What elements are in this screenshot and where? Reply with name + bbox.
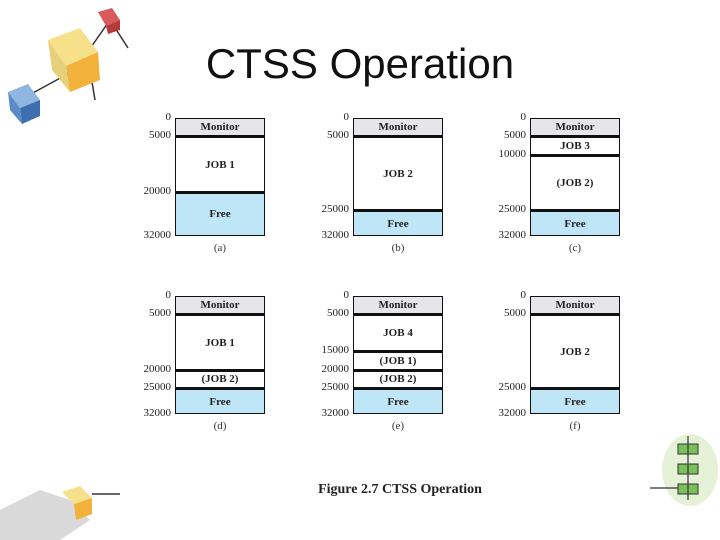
diagram-label: (f)	[569, 420, 581, 432]
figure-caption: Figure 2.7 CTSS Operation	[318, 482, 482, 497]
address-label: 0	[520, 111, 527, 123]
address-label: 25000	[143, 381, 172, 394]
memory-segment-free: Free	[530, 210, 620, 236]
memory-segment-job: JOB 1	[175, 136, 265, 192]
memory-segment-monitor: Monitor	[353, 296, 443, 315]
address-label: 15000	[321, 344, 350, 357]
address-label: 25000	[321, 381, 350, 394]
memory-segment-job: JOB 2	[530, 314, 620, 389]
flowchart-clipart-icon	[650, 434, 718, 506]
address-label: 5000	[327, 307, 349, 320]
memory-segment-monitor: Monitor	[530, 118, 620, 137]
address-label: 32000	[321, 407, 350, 419]
cube-clipart-top-icon	[8, 8, 129, 124]
memory-segment-job: (JOB 2)	[175, 369, 265, 389]
memory-segment-free: Free	[353, 210, 443, 236]
diagram-label: (c)	[568, 242, 582, 254]
memory-segment-monitor: Monitor	[175, 296, 265, 315]
address-label: 5000	[149, 307, 171, 320]
memory-segment-free: Free	[175, 388, 265, 414]
address-label: 0	[343, 289, 350, 301]
address-label: 32000	[321, 229, 350, 241]
address-label: 32000	[498, 229, 527, 241]
address-label: 0	[520, 289, 527, 301]
address-label: 25000	[498, 203, 527, 216]
memory-segment-free: Free	[530, 388, 620, 414]
address-label: 20000	[143, 362, 172, 375]
memory-segment-monitor: Monitor	[353, 118, 443, 137]
memory-segment-monitor: Monitor	[175, 118, 265, 137]
address-label: 5000	[327, 129, 349, 142]
address-label: 0	[165, 289, 172, 301]
memory-segment-free: Free	[353, 388, 443, 414]
memory-segment-job: JOB 4	[353, 314, 443, 352]
memory-segment-job: JOB 1	[175, 314, 265, 370]
address-label: 20000	[321, 362, 350, 375]
address-label: 5000	[504, 129, 526, 142]
memory-segment-job: JOB 3	[530, 136, 620, 155]
address-label: 32000	[143, 407, 172, 419]
memory-segment-job: (JOB 2)	[353, 369, 443, 389]
diagram-label: (b)	[391, 242, 405, 254]
address-label: 20000	[143, 184, 172, 197]
address-label: 10000	[498, 147, 527, 160]
diagram-label: (e)	[391, 420, 405, 432]
address-label: 0	[165, 111, 172, 123]
diagram-label: (a)	[213, 242, 227, 254]
address-label: 0	[343, 111, 350, 123]
address-label: 32000	[498, 407, 527, 419]
memory-segment-monitor: Monitor	[530, 296, 620, 315]
memory-segment-free: Free	[175, 191, 265, 236]
address-label: 5000	[504, 307, 526, 320]
memory-segment-job: (JOB 2)	[530, 154, 620, 211]
address-label: 25000	[498, 381, 527, 394]
slide-title: CTSS Operation	[205, 40, 515, 87]
address-label: 25000	[321, 203, 350, 216]
address-label: 32000	[143, 229, 172, 241]
address-label: 5000	[149, 129, 171, 142]
memory-segment-job: (JOB 1)	[353, 351, 443, 370]
memory-segment-job: JOB 2	[353, 136, 443, 211]
hand-cube-clipart-icon	[0, 486, 120, 540]
diagram-label: (d)	[213, 420, 227, 432]
